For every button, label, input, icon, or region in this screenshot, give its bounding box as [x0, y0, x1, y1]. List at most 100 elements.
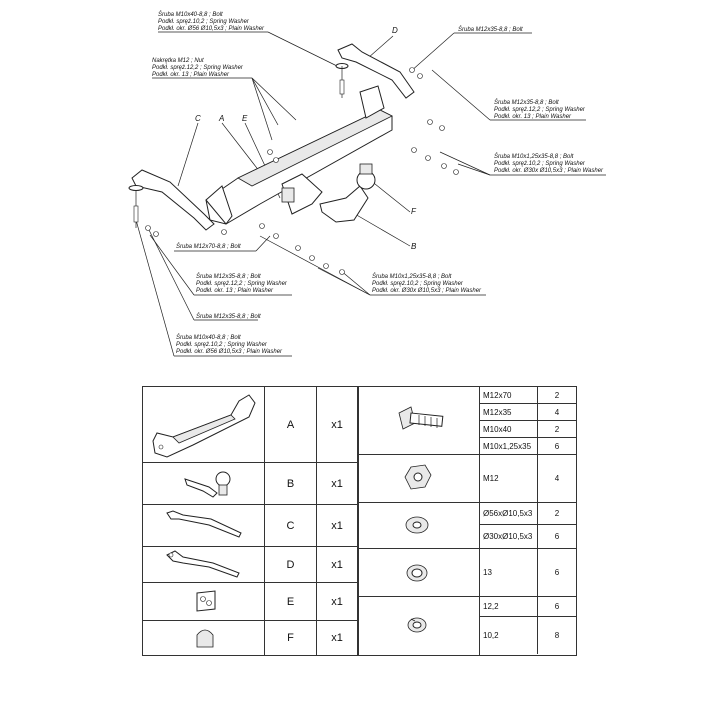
qty-cell: 4: [554, 407, 560, 417]
qty-cell: 6: [554, 441, 560, 451]
tow-ball-icon: [143, 463, 265, 504]
large-washers-group: Ø56xØ10,5x3 2 Ø30xØ10,5x3 6: [359, 503, 576, 549]
nuts-group: M12 4: [359, 455, 576, 503]
part-letter-b: B: [411, 242, 417, 251]
qty-cell: 6: [554, 602, 560, 611]
part-letter-a: A: [218, 114, 224, 123]
hardware-row: 12,2 6: [480, 597, 576, 617]
side-bracket-d-icon: [143, 547, 265, 582]
part-letter-cell: B: [265, 463, 317, 504]
callout-text: Śruba M12x35-8,8 ; Bolt: [458, 26, 523, 33]
hardware-row: 10,2 8: [480, 617, 576, 654]
callout-text: Podkł. spręż.10,2 ; Spring Washer: [158, 19, 250, 25]
exploded-assembly-diagram: Śruba M10x40-8,8 ; Bolt Podkł. spręż.10,…: [128, 11, 606, 357]
spring-washer-icon: [359, 597, 480, 655]
callout-text: Podkł. spręż.12,2 ; Spring Washer: [494, 107, 586, 113]
qty-cell: 2: [554, 424, 560, 434]
size-cell: 12,2: [480, 597, 538, 616]
parts-row-a: A x1: [143, 387, 357, 463]
plain-washer-icon: [359, 549, 480, 596]
callout-bottom-m10x40: Śruba M10x40-8,8 ; Bolt Podkł. spręż.10,…: [135, 219, 292, 357]
parts-row-d: D x1: [143, 547, 357, 583]
callout-text: Podkł. okr. 13 ; Plain Washer: [494, 114, 572, 120]
size-cell: 13: [480, 549, 538, 596]
bracket-c-drawing: [128, 169, 215, 231]
part-letter-cell: F: [265, 621, 317, 655]
parts-row-f: F x1: [143, 621, 357, 655]
parts-row-b: B x1: [143, 463, 357, 505]
part-letter-d: D: [392, 26, 398, 35]
callout-text: Śruba M10x1,25x35-8,8 ; Bolt: [372, 273, 452, 280]
callout-text: Podkł. spręż.10,2 ; Spring Washer: [494, 161, 586, 167]
parts-table: A x1 B x1 C x1 D x1: [142, 386, 358, 656]
qty-cell: 2: [554, 390, 560, 400]
callout-text: Podkł. spręż.10,2 ; Spring Washer: [372, 281, 464, 287]
part-letter-c: C: [195, 114, 201, 123]
callout-bottom-m12x35-washers: Śruba M12x35-8,8 ; Bolt Podkł. spręż.12,…: [149, 234, 292, 296]
bracket-d-drawing: [335, 43, 415, 99]
callout-bottom-m12x35: Śruba M12x35-8,8 ; Bolt: [147, 227, 261, 321]
main-crossbar-icon: [143, 387, 265, 462]
hardware-row: M12x35 4: [480, 404, 576, 421]
callout-text: Podkł. okr. 13 ; Plain Washer: [152, 72, 230, 78]
socket-plate-icon: [143, 583, 265, 620]
crossbar-a-drawing: [205, 85, 393, 225]
hardware-row: M10x1,25x35 6: [480, 438, 576, 454]
hardware-row: M12 4: [480, 455, 576, 502]
bolts-group: M12x70 2 M12x35 4 M10x40 2 M10x1,25x35 6: [359, 387, 576, 455]
callout-top-m12x35: Śruba M12x35-8,8 ; Bolt: [409, 26, 532, 73]
callout-text: Podkł. spręż.12,2 ; Spring Washer: [152, 65, 244, 71]
qty-cell: 6: [554, 532, 560, 541]
size-cell: M10x1,25x35: [480, 438, 538, 454]
hardware-row: M10x40 2: [480, 421, 576, 438]
size-cell: M12: [480, 455, 538, 502]
callout-text: Nakrętka M12 ; Nut: [152, 58, 204, 64]
callout-nut-m12: Nakrętka M12 ; Nut Podkł. spręż.12,2 ; S…: [152, 58, 297, 141]
part-letter-cell: A: [265, 387, 317, 462]
size-cell: Ø56xØ10,5x3: [480, 503, 538, 524]
hardware-row: 13 6: [480, 549, 576, 596]
part-qty-cell: x1: [331, 519, 343, 532]
callout-text: Podkł. okr. Ø30x Ø10,5x3 ; Plain Washer: [494, 168, 604, 174]
callout-text: Śruba M12x35-8,8 ; Bolt: [494, 99, 559, 106]
towball-b-drawing: [319, 163, 376, 223]
callout-text: Podkł. okr. Ø56 Ø10,5x3 ; Plain Washer: [158, 26, 265, 32]
callout-right-m12x35: Śruba M12x35-8,8 ; Bolt Podkł. spręż.12,…: [431, 69, 586, 121]
fasteners-drawing: [145, 67, 459, 275]
hardware-table: M12x70 2 M12x35 4 M10x40 2 M10x1,25x35 6…: [358, 386, 577, 656]
callout-text: Podkł. spręż.10,2 ; Spring Washer: [176, 342, 268, 348]
callout-text: Podkł. spręż.12,2 ; Spring Washer: [196, 281, 288, 287]
part-letter-f: F: [411, 207, 417, 216]
part-qty-cell: x1: [331, 632, 343, 644]
part-letter-cell: D: [265, 547, 317, 582]
qty-cell: 8: [554, 631, 560, 640]
size-cell: 10,2: [480, 617, 538, 654]
parts-row-c: C x1: [143, 505, 357, 547]
qty-cell: 2: [554, 509, 560, 518]
hardware-row: Ø56xØ10,5x3 2: [480, 503, 576, 525]
plain-washers-group: 13 6: [359, 549, 576, 597]
callout-text: Podkł. okr. 13 ; Plain Washer: [196, 288, 274, 294]
callout-text: Śruba M12x35-8,8 ; Bolt: [196, 313, 261, 320]
ball-cap-icon: [143, 621, 265, 655]
spring-washers-group: 12,2 6 10,2 8: [359, 597, 576, 655]
callout-text: Podkł. okr. Ø30x Ø10,5x3 ; Plain Washer: [372, 288, 482, 294]
callout-m12x70: Śruba M12x70-8,8 ; Bolt: [174, 235, 271, 252]
size-cell: M12x70: [480, 387, 538, 403]
qty-cell: 6: [554, 568, 560, 577]
callout-text: Śruba M10x1,25x35-8,8 ; Bolt: [494, 153, 574, 160]
large-washer-icon: [359, 503, 480, 548]
callout-top-m10x40: Śruba M10x40-8,8 ; Bolt Podkł. spręż.10,…: [158, 11, 338, 67]
hardware-row: Ø30xØ10,5x3 6: [480, 525, 576, 548]
size-cell: M12x35: [480, 404, 538, 420]
nut-icon: [359, 455, 480, 502]
size-cell: M10x40: [480, 421, 538, 437]
part-qty-cell: x1: [331, 418, 343, 431]
callout-text: Podkł. okr. Ø56 Ø10,5x3 ; Plain Washer: [176, 349, 283, 355]
callout-text: Śruba M10x40-8,8 ; Bolt: [176, 334, 241, 341]
part-qty-cell: x1: [331, 595, 343, 608]
callout-text: Śruba M12x70-8,8 ; Bolt: [176, 243, 241, 250]
part-letter-e: E: [242, 114, 248, 123]
parts-row-e: E x1: [143, 583, 357, 621]
callout-text: Śruba M10x40-8,8 ; Bolt: [158, 11, 223, 18]
